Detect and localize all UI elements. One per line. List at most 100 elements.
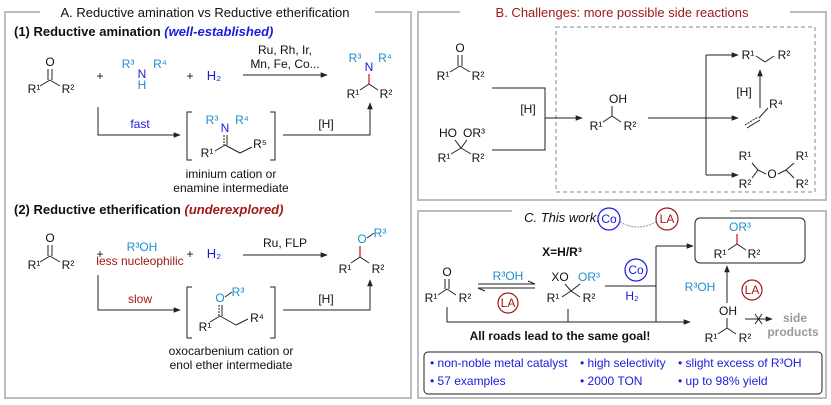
reduction-label: [H] [318,117,333,131]
atom-n: N [138,67,147,81]
atom-o: O [442,265,451,279]
fast-label: fast [130,117,150,131]
h2: H₂ [207,246,221,261]
section-1-label: (1) Reductive amination (well-establishe… [14,24,273,39]
target-product-box [694,217,806,264]
panel-a-border [4,11,412,399]
or3: OR³ [578,270,600,284]
alcohol-reagent: R³OH [685,280,716,294]
r2: R² [778,48,791,62]
brackets [186,111,276,161]
r3: R³ [122,57,135,71]
atom-o: O [45,55,54,69]
h2: H₂ [625,289,639,303]
r2: R² [459,291,472,305]
atom-h: H [138,78,147,92]
ketone: O R¹ R² [437,41,485,83]
panel-b-border [417,11,827,201]
catalysts-line-2: Mn, Fe, Co... [250,57,319,71]
cross-icon [754,313,763,325]
r4: R⁴ [769,97,783,111]
r1: R¹ [201,146,214,160]
r5: R⁵ [253,137,267,151]
svg-text:LA: LA [660,212,675,226]
r2: R² [583,291,596,305]
equilibrium-arrow-back [477,287,535,292]
r1: R¹ [339,262,352,276]
svg-text:LA: LA [745,283,760,297]
converging-lines [492,87,546,151]
ketone-2: O R¹ R² [28,231,75,272]
ether-product: O R³ R¹ R² [339,226,387,276]
hemiacetal: XO OR³ R¹ R² [547,270,600,305]
features-box [423,351,823,395]
side-reaction-box [555,26,816,193]
arrow-to-alcohol [446,307,691,325]
ether-side-product: R¹ R² O R¹ R² [739,149,809,191]
svg-text:Co: Co [601,212,617,226]
r3: R³ [206,113,219,127]
feature: • non-noble metal catalyst [430,356,568,370]
x-definition: X=H/R³ [542,245,582,259]
panel-b-title: B. Challenges: more possible side reacti… [496,5,749,20]
r1: R¹ [28,258,41,272]
r2: R² [624,119,637,133]
r4: R⁴ [250,311,264,325]
r3: R³ [349,51,362,65]
r1: R¹ [347,87,360,101]
h2: H₂ [207,68,221,83]
r1: R¹ [739,149,752,163]
goal-caption: All roads lead to the same goal! [470,329,651,343]
ho: HO [439,126,457,140]
or3: OR³ [729,220,751,234]
plus: + [186,69,193,83]
feature: • high selectivity [580,356,666,370]
plus: + [186,247,193,261]
r1: R¹ [437,69,450,83]
r2: R² [472,151,485,165]
la-catalyst-icon: LA [655,207,679,231]
r3: R³ [374,226,387,240]
atom-o: O [215,291,224,305]
r1: R¹ [796,149,809,163]
reduction-arrow [283,279,373,311]
amine: R³ N R⁴ H [122,57,167,92]
brackets [186,286,276,339]
r2: R² [380,87,393,101]
ketone-1: O R¹ R² [28,55,75,96]
r1: R¹ [438,151,451,165]
feature: • 2000 TON [580,374,642,388]
la-catalyst-icon: LA [741,279,763,301]
intermediate-caption-2: enamine intermediate [173,181,289,195]
alcohol: OH R¹ R² [590,92,637,133]
or3: OR³ [463,126,485,140]
r1: R¹ [590,119,603,133]
la-catalyst-icon: LA [497,292,519,314]
hemiacetal: HO OR³ R¹ R² [438,126,485,165]
ether-product: OR³ R¹ R² [714,220,761,261]
alcohol: OH R¹ R² [705,304,752,345]
panel-c: C. This work: Co LA OR³ R¹ R² O R¹ R² R³… [417,207,827,399]
alkene-side-product: R⁴ [744,97,783,129]
slow-label: slow [128,292,152,306]
oxocarbenium-intermediate: O R³ R¹ R⁴ [199,285,264,334]
alkane-side-product: R¹ R² [742,48,791,63]
oh: OH [719,304,737,318]
co-catalyst-icon: Co [597,207,621,231]
intermediate-caption-1: oxocarbenium cation or [169,344,294,358]
r1: R¹ [547,291,560,305]
reduction-label: [H] [520,102,535,116]
feature: • slight excess of R³OH [678,356,802,370]
catalysts: Ru, FLP [263,236,307,250]
panel-b: B. Challenges: more possible side reacti… [417,5,827,201]
panel-a: A. Reductive amination vs Reductive ethe… [4,5,412,399]
plus: + [96,247,103,261]
atom-o: O [357,232,366,246]
r1: R¹ [714,247,727,261]
r1: R¹ [425,291,438,305]
r2: R² [62,82,75,96]
r4: R⁴ [378,51,392,65]
atom-o: O [45,231,54,245]
side-products-line-2: products [767,325,819,339]
